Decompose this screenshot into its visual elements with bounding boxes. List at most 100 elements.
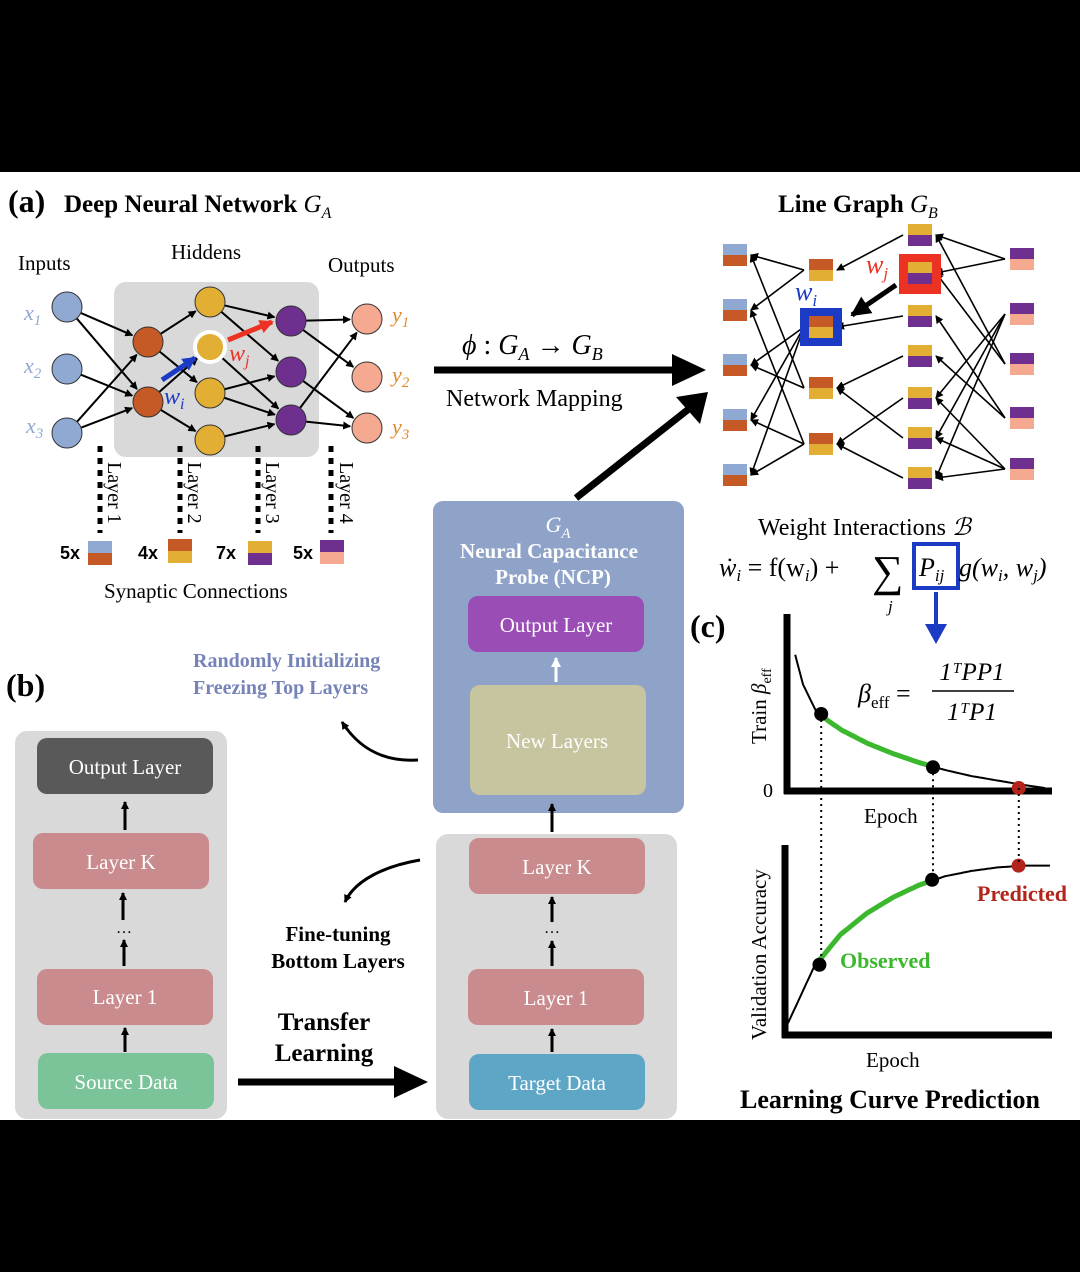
nn-edges xyxy=(75,304,358,438)
line-graph-node-h3-output-top xyxy=(1010,458,1034,469)
hidden-neuron-layer3 xyxy=(275,356,307,388)
target-layer-k-label: Layer K xyxy=(522,855,591,879)
line-graph-edge xyxy=(836,387,904,439)
output-label-y3: y3 xyxy=(390,414,409,443)
synapse-swatch-2-top xyxy=(168,539,192,551)
freeze-curved-arrow xyxy=(340,721,419,762)
line-graph-node-h3-output-bottom xyxy=(1010,314,1034,325)
output-neuron xyxy=(351,303,383,335)
edge-input-to-h1 xyxy=(80,373,134,397)
line-graph-node-h1-h2-top xyxy=(809,377,833,388)
edge-h1-to-h2 xyxy=(160,310,197,335)
line-graph-edge xyxy=(750,419,805,445)
mapping-label: Network Mapping xyxy=(446,386,623,412)
panel-a-label: (a) xyxy=(8,183,45,219)
input-neuron xyxy=(51,353,83,385)
g-term: g(wi, wj) xyxy=(959,553,1046,585)
synapse-swatch-1-bottom xyxy=(88,553,112,565)
line-graph-node-h3-output-top xyxy=(1010,353,1034,364)
source-data xyxy=(38,1053,214,1109)
line-graph-node-input-h1-bottom xyxy=(723,475,747,486)
line-graph-title: Line Graph GB xyxy=(778,191,938,222)
line-graph-node-input-h1-top xyxy=(723,299,747,310)
line-graph-wi-label: wi xyxy=(795,277,817,310)
synaptic-count-2: 4x xyxy=(138,543,158,563)
line-graph-node-h3-output-bottom xyxy=(1010,418,1034,429)
hidden-neuron-layer2 xyxy=(194,286,226,318)
input-neuron xyxy=(51,417,83,449)
line-graph-edge xyxy=(935,397,1006,470)
synaptic-connections-label: Synaptic Connections xyxy=(104,579,288,603)
line-graph-node-h1-h2-top xyxy=(809,316,833,327)
chart1-observed-segment xyxy=(819,713,934,769)
transfer-arrow-head xyxy=(394,1066,428,1098)
target-layer-1 xyxy=(468,969,644,1025)
output-label-y1: y1 xyxy=(390,302,409,331)
pij-highlight-box xyxy=(912,542,960,590)
line-graph-edge xyxy=(935,258,1006,276)
target-data xyxy=(469,1054,645,1110)
layer-2-label: Layer 2 xyxy=(183,462,205,524)
synaptic-count-1: 5x xyxy=(60,543,80,563)
edge-h3-to-output xyxy=(305,315,352,324)
output-label-y2: y2 xyxy=(390,362,410,391)
layer-3-label: Layer 3 xyxy=(261,462,283,524)
line-graph-edges xyxy=(749,233,1006,482)
synapse-swatch-4-top xyxy=(320,540,344,552)
weight-j-label: wj xyxy=(229,341,250,370)
line-graph-node-h3-output-bottom xyxy=(1010,364,1034,375)
finetune-line2: Bottom Layers xyxy=(271,949,405,973)
hidden-neuron-layer1 xyxy=(132,386,164,418)
sum-symbol: ∑ xyxy=(872,547,903,596)
transfer-line1: Transfer xyxy=(278,1009,371,1036)
target-ellipsis: … xyxy=(544,920,560,937)
line-graph-edge xyxy=(935,468,1006,482)
line-graph-node-h1-h2-bottom xyxy=(809,327,833,338)
line-graph-edge xyxy=(749,254,805,389)
hidden-neuron-layer2 xyxy=(194,377,226,409)
transfer-line2: Learning xyxy=(275,1040,374,1067)
synaptic-count-4: 5x xyxy=(293,543,313,563)
validation-accuracy-chart: Validation Accuracy Epoch Observed Predi… xyxy=(747,845,1067,1072)
chart2-marker-1 xyxy=(812,957,827,972)
line-graph-edge xyxy=(935,313,1006,439)
input-label-x3: x3 xyxy=(25,413,43,442)
line-graph-node-h2-h3-top xyxy=(908,305,932,316)
panel-b: (b) Randomly Initializing Freezing Top L… xyxy=(6,650,677,1119)
beta-formula-lhs: βeff = xyxy=(857,679,911,712)
line-graph-edge xyxy=(935,437,1006,470)
line-graph-node-input-h1-bottom xyxy=(723,420,747,431)
line-graph-node-input-h1-top xyxy=(723,354,747,365)
line-graph-node-input-h1-bottom xyxy=(723,255,747,266)
source-ellipsis: … xyxy=(116,920,132,937)
weight-interaction-arrow xyxy=(850,282,898,318)
source-layer-k-label: Layer K xyxy=(86,850,155,874)
synaptic-count-3: 7x xyxy=(216,543,236,563)
line-graph-node-input-h1-top xyxy=(723,244,747,255)
source-layer-1-label: Layer 1 xyxy=(93,985,158,1009)
chart2-marker-2 xyxy=(925,872,940,887)
mapping-formula: ϕ : GA → GB xyxy=(462,330,603,364)
line-graph-edge xyxy=(750,269,805,311)
line-graph-wj-label: wj xyxy=(866,250,888,283)
weight-interactions: Weight Interactions ℬ ẇi = f(wi) + ∑ j P… xyxy=(719,515,1046,644)
nn-nodes xyxy=(51,286,383,456)
line-graph-edge xyxy=(935,313,1006,399)
source-data-label: Source Data xyxy=(74,1070,178,1094)
line-graph-node-input-h1-top xyxy=(723,409,747,420)
synapse-swatch-1-top xyxy=(88,541,112,553)
line-graph-edge xyxy=(935,272,1006,365)
edge-input-to-h1 xyxy=(75,317,138,390)
edge-h2-to-h3 xyxy=(224,304,276,320)
output-neuron xyxy=(351,412,383,444)
output-neuron xyxy=(351,361,383,393)
line-graph-edge xyxy=(836,397,904,445)
line-graph-node-input-h1-top xyxy=(723,464,747,475)
edge-input-to-h1 xyxy=(80,406,134,429)
target-layer-1-label: Layer 1 xyxy=(524,986,589,1010)
line-graph-edge xyxy=(750,253,805,271)
panel-b-label: (b) xyxy=(6,667,45,703)
line-graph-node-h3-output-bottom xyxy=(1010,469,1034,480)
ncp-box: GA Neural Capacitance Probe (NCP) Output… xyxy=(433,501,684,813)
edge-h2-to-h3 xyxy=(223,396,276,417)
